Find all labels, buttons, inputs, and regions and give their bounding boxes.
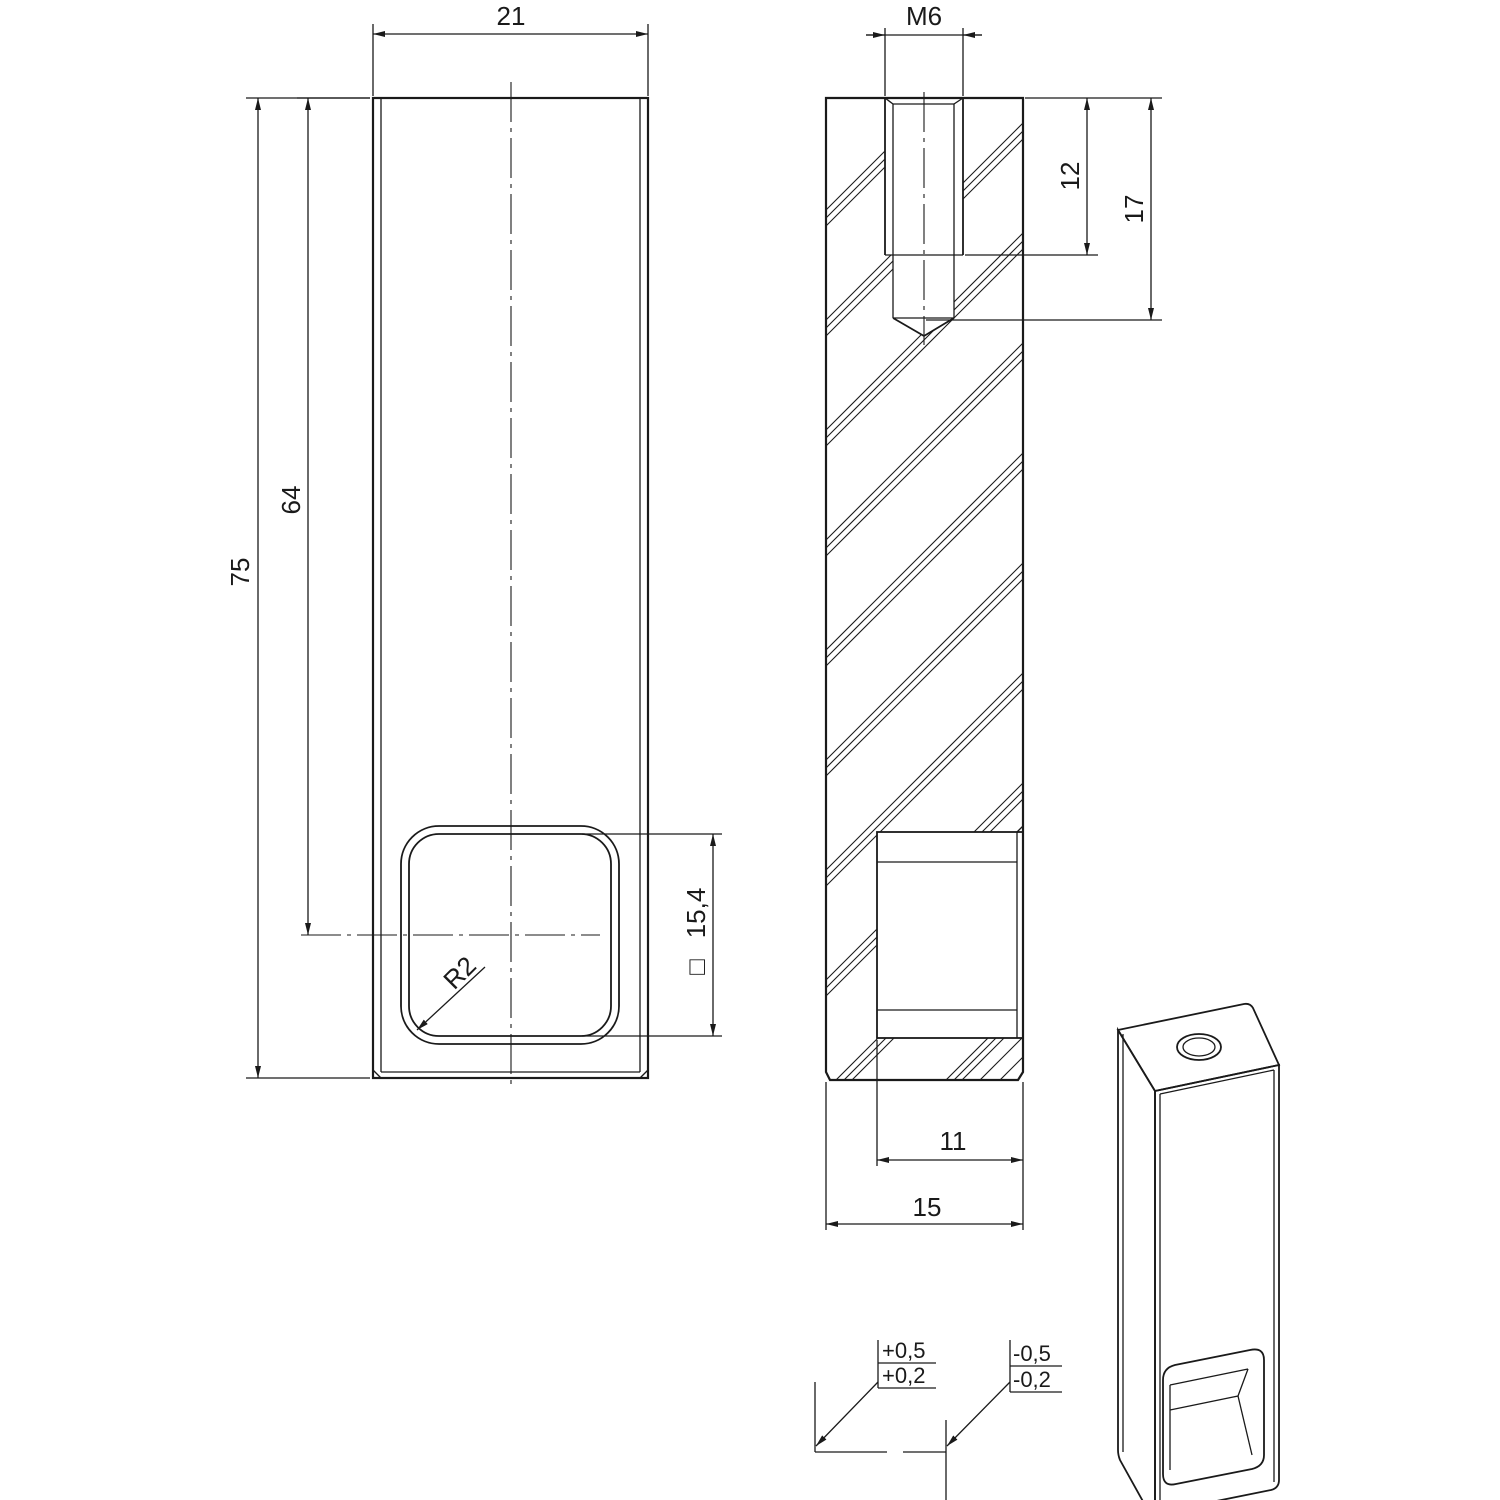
tolerance-minus-note: -0,5 -0,2 bbox=[903, 1340, 1062, 1500]
thread-depth-label: 12 bbox=[1055, 162, 1085, 191]
total-depth-label: 15 bbox=[913, 1192, 942, 1222]
tolerance-minus-lower: -0,2 bbox=[1013, 1367, 1051, 1392]
window-size-symbol: □ bbox=[681, 959, 711, 975]
thread-dimension: M6 bbox=[866, 1, 982, 96]
center-height-dimension: 64 bbox=[276, 97, 370, 935]
window-size-dimension: □ 15,4 bbox=[582, 833, 722, 1037]
radius-label: R2 bbox=[437, 950, 482, 995]
front-view bbox=[301, 82, 650, 1086]
iso-left-face bbox=[1117, 1026, 1156, 1500]
tapped-hole bbox=[884, 92, 964, 345]
pocket-cutout bbox=[877, 832, 1023, 1038]
width-dimension: 21 bbox=[372, 1, 649, 96]
iso-front-face bbox=[1154, 1063, 1280, 1500]
tolerance-plus-note: +0,5 +0,2 bbox=[814, 1338, 936, 1453]
square-pocket bbox=[876, 825, 1024, 1039]
iso-top-face bbox=[1116, 1002, 1281, 1093]
thread-label: M6 bbox=[906, 1, 942, 31]
width-dimension-label: 21 bbox=[497, 1, 526, 31]
drill-depth-dimension: 17 bbox=[926, 98, 1162, 321]
center-height-label: 64 bbox=[276, 486, 306, 515]
isometric-view bbox=[1116, 1002, 1281, 1500]
iso-thread-hole bbox=[1176, 1033, 1222, 1061]
thread-depth-dimension: 12 bbox=[965, 97, 1162, 256]
square-window bbox=[400, 825, 620, 1045]
iso-square-window bbox=[1162, 1348, 1265, 1486]
tolerance-minus-upper: -0,5 bbox=[1013, 1341, 1051, 1366]
drill-depth-label: 17 bbox=[1119, 195, 1149, 224]
window-size-label: 15,4 bbox=[681, 888, 711, 939]
section-view bbox=[824, 92, 1025, 1082]
total-height-label: 75 bbox=[225, 558, 255, 587]
tolerance-plus-lower: +0,2 bbox=[882, 1363, 925, 1388]
tolerance-plus-upper: +0,5 bbox=[882, 1338, 925, 1363]
total-depth-dimension: 15 bbox=[825, 1082, 1023, 1230]
pocket-depth-dimension: 11 bbox=[876, 1040, 1024, 1230]
total-height-dimension: 75 bbox=[225, 97, 370, 1079]
section-outline bbox=[824, 96, 1025, 1082]
pocket-depth-label: 11 bbox=[940, 1126, 967, 1156]
radius-leader: R2 bbox=[416, 950, 486, 1031]
